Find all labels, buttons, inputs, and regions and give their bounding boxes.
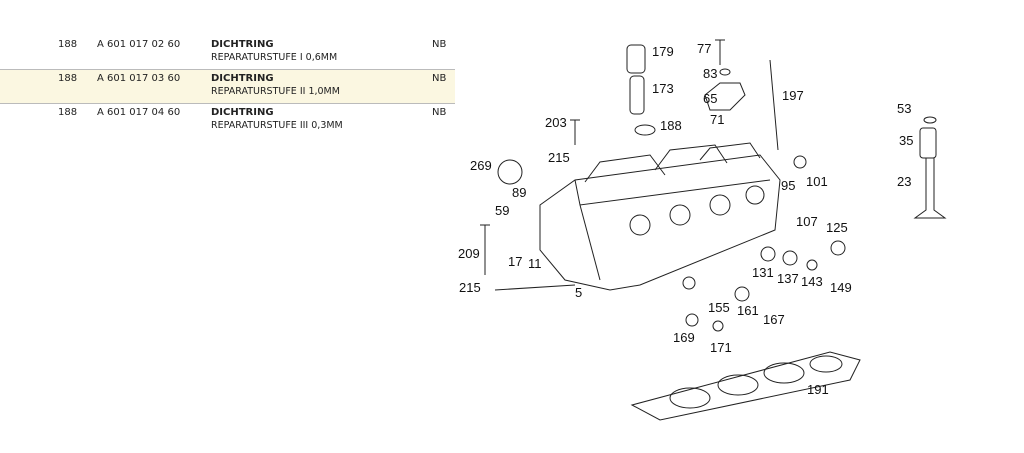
callout-label[interactable]: 149 — [830, 280, 852, 295]
callout-label[interactable]: 179 — [652, 44, 674, 59]
callout-label[interactable]: 65 — [703, 91, 717, 106]
callout-label[interactable]: 53 — [897, 101, 911, 116]
callout-label[interactable]: 143 — [801, 274, 823, 289]
callout-label[interactable]: 59 — [495, 203, 509, 218]
callout-label[interactable]: 137 — [777, 271, 799, 286]
code: NB — [432, 39, 447, 50]
callout-label[interactable]: 171 — [710, 340, 732, 355]
callout-label[interactable]: 155 — [708, 300, 730, 315]
callout-label[interactable]: 197 — [782, 88, 804, 103]
gasket-drawing — [630, 351, 861, 421]
code: NB — [432, 73, 447, 84]
callout-label[interactable]: 89 — [512, 185, 526, 200]
callout-label[interactable]: 209 — [458, 246, 480, 261]
callout-label[interactable]: 131 — [752, 265, 774, 280]
part-description: REPARATURSTUFE I 0,6MM — [211, 52, 338, 63]
table-row-selected[interactable]: 188 A 601 017 03 60 DICHTRING REPARATURST… — [0, 70, 455, 103]
callout-label[interactable]: 5 — [575, 285, 582, 300]
valve-drawing — [913, 116, 947, 219]
part-name: DICHTRING — [211, 107, 274, 118]
part-number: A 601 017 04 60 — [97, 107, 181, 118]
callout-label[interactable]: 161 — [737, 303, 759, 318]
callout-label[interactable]: 83 — [703, 66, 717, 81]
callout-label[interactable]: 215 — [459, 280, 481, 295]
part-number: A 601 017 02 60 — [97, 39, 181, 50]
callout-label[interactable]: 35 — [899, 133, 913, 148]
callout-label[interactable]: 188 — [660, 118, 682, 133]
part-description: REPARATURSTUFE III 0,3MM — [211, 120, 343, 131]
callout-label[interactable]: 101 — [806, 174, 828, 189]
callout-label[interactable]: 169 — [673, 330, 695, 345]
position: 188 — [58, 39, 78, 50]
callout-label[interactable]: 23 — [897, 174, 911, 189]
part-name: DICHTRING — [211, 39, 274, 50]
small-parts-drawing — [480, 39, 846, 332]
callout-label[interactable]: 203 — [545, 115, 567, 130]
position: 188 — [58, 73, 78, 84]
callout-label[interactable]: 71 — [710, 112, 724, 127]
callout-label[interactable]: 11 — [528, 256, 542, 271]
divider — [0, 69, 455, 70]
table-row[interactable]: 188 A 601 017 02 60 DICHTRING REPARATURST… — [0, 36, 455, 69]
callout-labels: 179 77 83 173 65 197 71 188 203 53 35 215 269 95 101 23… — [458, 41, 913, 397]
callout-label[interactable]: 95 — [781, 178, 795, 193]
divider — [0, 103, 455, 104]
callout-label[interactable]: 269 — [470, 158, 492, 173]
callout-label[interactable]: 191 — [807, 382, 829, 397]
callout-label[interactable]: 173 — [652, 81, 674, 96]
position: 188 — [58, 107, 78, 118]
parts-table: 188 A 601 017 02 60 DICHTRING REPARATURST… — [0, 36, 455, 137]
code: NB — [432, 107, 447, 118]
callout-label[interactable]: 125 — [826, 220, 848, 235]
part-name: DICHTRING — [211, 73, 274, 84]
callout-label[interactable]: 107 — [796, 214, 818, 229]
callout-label[interactable]: 77 — [697, 41, 711, 56]
part-description: REPARATURSTUFE II 1,0MM — [211, 86, 340, 97]
callout-label[interactable]: 167 — [763, 312, 785, 327]
callout-label[interactable]: 17 — [508, 254, 522, 269]
table-row[interactable]: 188 A 601 017 04 60 DICHTRING REPARATURST… — [0, 104, 455, 137]
cylinder-head-drawing — [539, 142, 781, 291]
part-number: A 601 017 03 60 — [97, 73, 181, 84]
callout-label[interactable]: 215 — [548, 150, 570, 165]
